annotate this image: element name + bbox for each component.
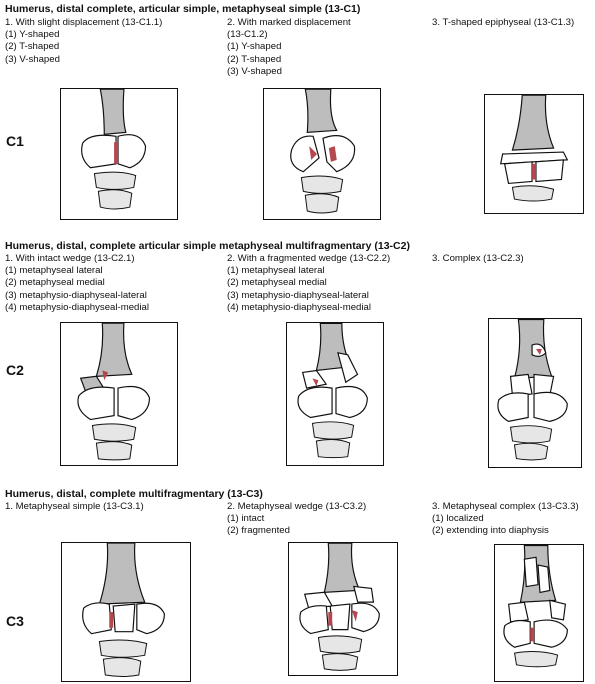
text-line: 1. Metaphyseal simple (13-C3.1) (5, 501, 144, 512)
text-line: (2) fragmented (227, 525, 290, 537)
text-line: (3) V-shaped (227, 65, 282, 77)
row-label-c1: C1 (6, 133, 24, 149)
text-line: 3. Metaphyseal complex (13-C3.3) (432, 501, 579, 512)
text-line: (4) metaphysio-diaphyseal-medial (227, 301, 371, 313)
text-line: 3. T-shaped epiphyseal (13-C1.3) (432, 17, 575, 28)
text-line: (3) metaphysio-diaphyseal-lateral (5, 289, 147, 301)
c1-3-illustration (484, 94, 584, 214)
section-heading-c3: Humerus, distal, complete multifragmenta… (5, 488, 263, 500)
text-line: 2. Metaphyseal wedge (13-C3.2) (227, 501, 367, 512)
text-line: (2) T-shaped (227, 53, 282, 65)
text-line: (1) Y-shaped (227, 41, 282, 53)
c1-column-1: 1. With slight displacement (13-C1.1) (1… (5, 17, 162, 66)
text-line: (1) metaphyseal lateral (5, 265, 103, 277)
text-line: (1) Y-shaped (5, 29, 60, 41)
c2-column-1: 1. With intact wedge (13-C2.1) (1) metap… (5, 253, 149, 314)
c1-column-3: 3. T-shaped epiphyseal (13-C1.3) (432, 17, 574, 29)
text-line: (2) metaphyseal medial (5, 277, 105, 289)
c3-column-3: 3. Metaphyseal complex (13-C3.3) (1) loc… (432, 501, 579, 538)
c2-3-illustration (488, 318, 582, 468)
c3-2-illustration (288, 542, 398, 676)
row-label-c2: C2 (6, 362, 24, 378)
text-line: 2. With marked displacement (227, 17, 351, 28)
text-line: (1) intact (227, 513, 265, 525)
c2-2-illustration (286, 322, 384, 466)
text-line: 2. With a fragmented wedge (13-C2.2) (227, 253, 391, 264)
c3-column-1: 1. Metaphyseal simple (13-C3.1) (5, 501, 144, 513)
c2-column-2: 2. With a fragmented wedge (13-C2.2) (1)… (227, 253, 390, 314)
text-line: (1) metaphyseal lateral (227, 265, 325, 277)
text-line: 1. With slight displacement (13-C1.1) (5, 17, 163, 28)
text-line: (3) metaphysio-diaphyseal-lateral (227, 289, 369, 301)
row-label-c3: C3 (6, 613, 24, 629)
text-line: (2) T-shaped (5, 41, 60, 53)
c3-1-illustration (61, 542, 191, 682)
text-line: (4) metaphysio-diaphyseal-medial (5, 301, 149, 313)
text-line: 3. Complex (13-C2.3) (432, 253, 524, 264)
text-line: (3) V-shaped (5, 53, 60, 65)
section-heading-c2: Humerus, distal, complete articular simp… (5, 240, 410, 252)
c1-1-illustration (60, 88, 178, 220)
section-heading-c1: Humerus, distal complete, articular simp… (5, 3, 361, 15)
c3-column-2: 2. Metaphyseal wedge (13-C3.2) (1) intac… (227, 501, 366, 538)
text-line: (1) localized (432, 513, 484, 525)
text-line: (13-C1.2) (227, 29, 268, 41)
text-line: (2) metaphyseal medial (227, 277, 327, 289)
c2-column-3: 3. Complex (13-C2.3) (432, 253, 524, 265)
text-line: 1. With intact wedge (13-C2.1) (5, 253, 135, 264)
c1-2-illustration (263, 88, 381, 220)
c1-column-2: 2. With marked displacement (13-C1.2) (1… (227, 17, 351, 78)
text-line: (2) extending into diaphysis (432, 525, 549, 537)
c2-1-illustration (60, 322, 178, 466)
c3-3-illustration (494, 544, 584, 682)
